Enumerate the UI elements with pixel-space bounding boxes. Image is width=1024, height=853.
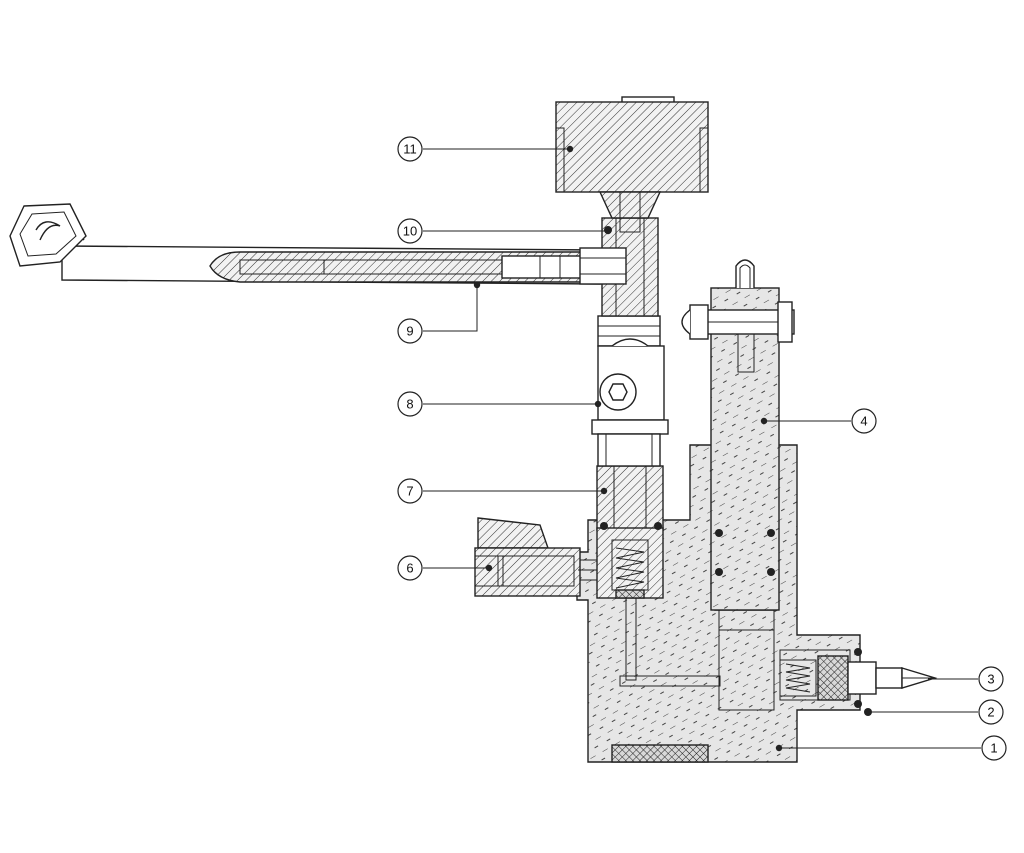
pressure-gauge <box>555 96 709 233</box>
callout-number: 6 <box>406 561 413 576</box>
callout-number: 3 <box>987 672 994 687</box>
callout-1: 1 <box>775 735 1007 761</box>
seal-ring <box>579 217 659 317</box>
callout-6: 6 <box>397 555 493 581</box>
callout-4: 4 <box>760 408 877 434</box>
callout-number: 2 <box>987 705 994 720</box>
outlet-pipe <box>9 203 601 285</box>
callout-8: 8 <box>397 391 602 417</box>
callout-9: 9 <box>397 281 481 344</box>
callout-number: 8 <box>406 397 413 412</box>
side-block <box>681 259 795 611</box>
callout-number: 10 <box>403 224 417 239</box>
callout-3: 3 <box>928 666 1004 692</box>
adapter <box>596 465 664 599</box>
callout-10: 10 <box>397 218 612 244</box>
callout-number: 11 <box>403 142 417 157</box>
ball-valve <box>591 315 669 467</box>
callout-2: 2 <box>868 699 1004 725</box>
callout-number: 9 <box>406 324 413 339</box>
callout-number: 7 <box>406 484 413 499</box>
vent-plug <box>779 648 938 716</box>
callout-number: 1 <box>990 741 997 756</box>
inlet-connector <box>474 517 620 597</box>
callout-number: 4 <box>860 414 867 429</box>
callout-7: 7 <box>397 478 608 504</box>
callout-11: 11 <box>397 136 574 162</box>
